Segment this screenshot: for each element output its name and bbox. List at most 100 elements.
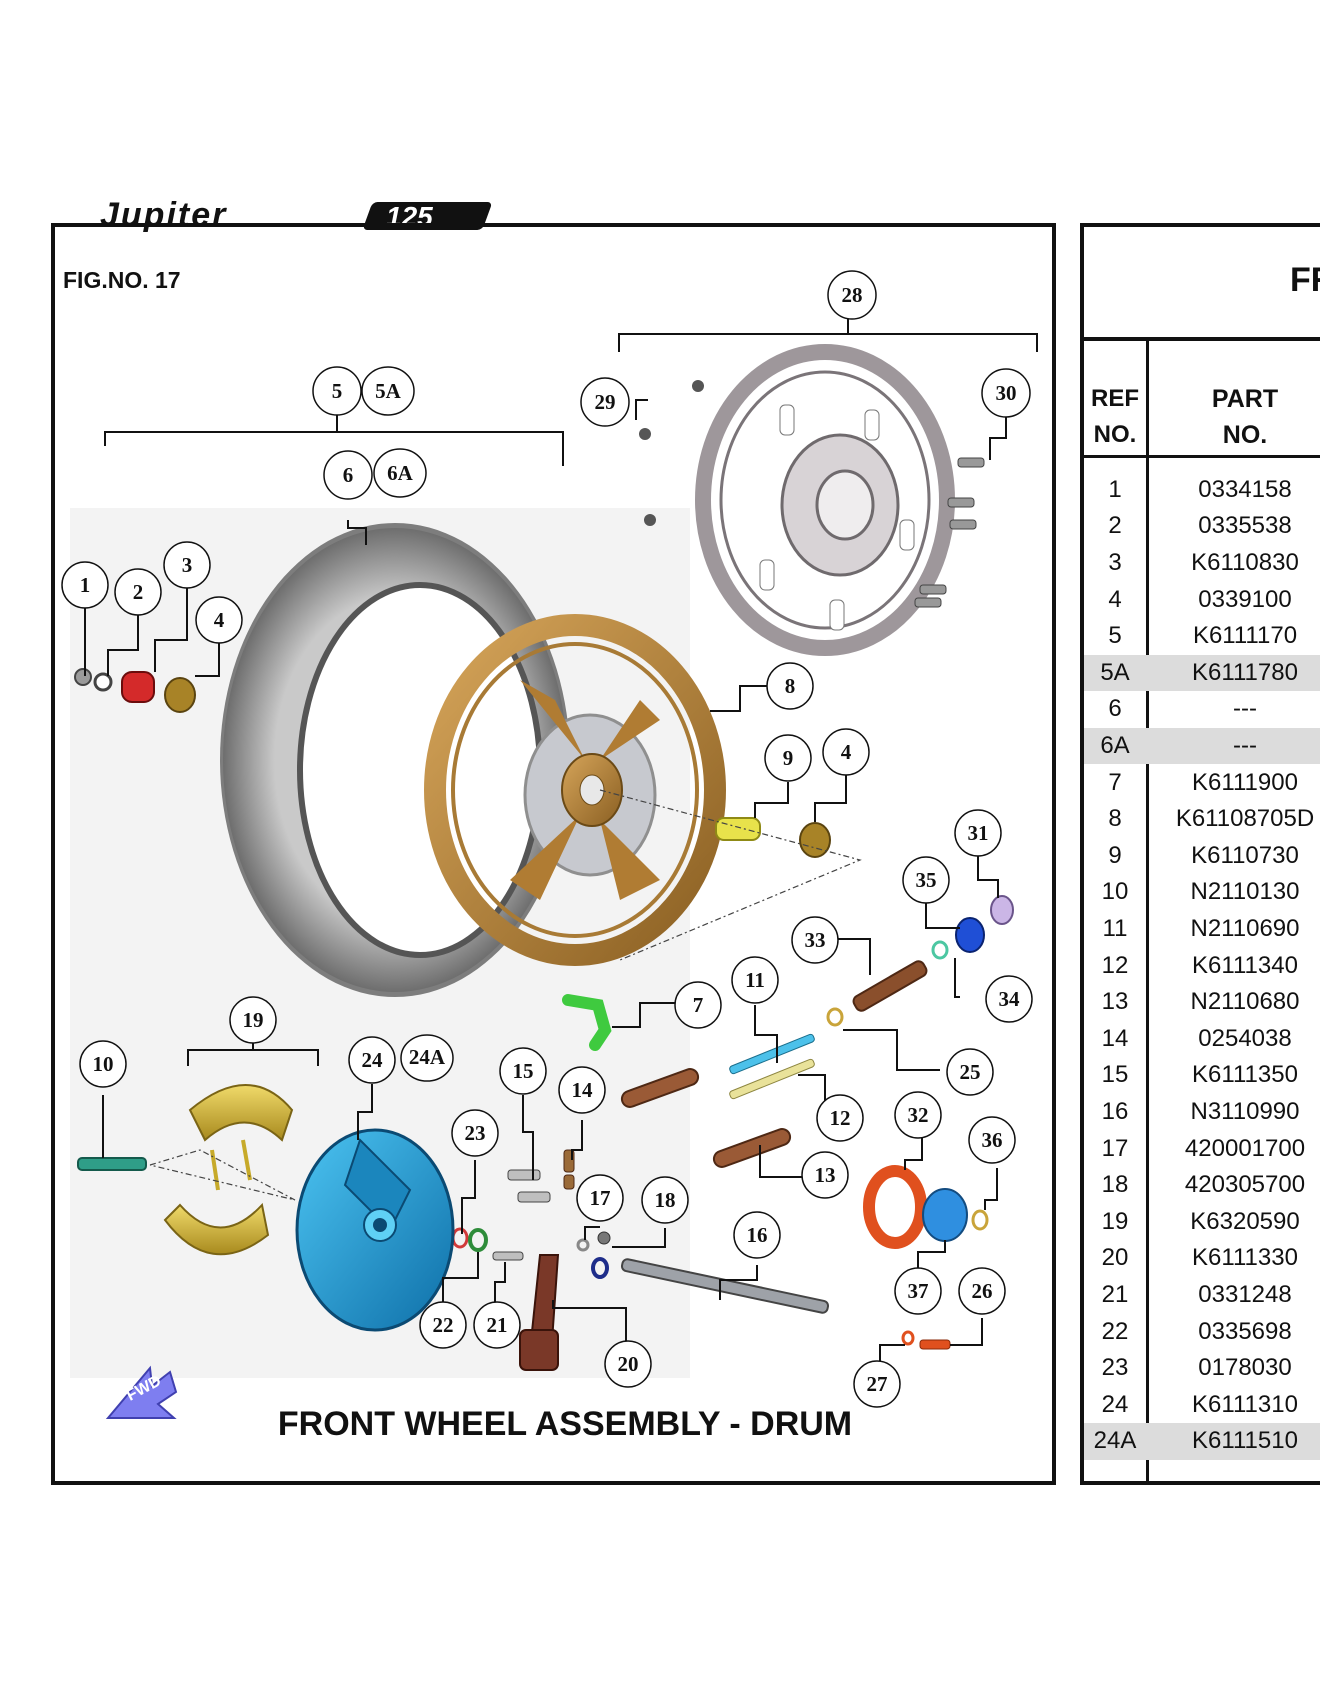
fwd-arrow-icon (105, 1365, 178, 1419)
ref-no-cell: 24 (1101, 1390, 1129, 1418)
part-no-cell: 0334158 (1198, 475, 1292, 503)
callout-5A: 5A (361, 366, 415, 416)
callout-22: 22 (419, 1301, 467, 1349)
ref-no-cell: 23 (1101, 1354, 1129, 1382)
svg-text:1: 1 (80, 573, 91, 597)
part-no-header: PART NO. (1150, 381, 1320, 453)
callout-1: 1 (61, 561, 109, 609)
svg-text:26: 26 (972, 1279, 993, 1303)
ref-no-cell: 6A (1100, 731, 1130, 759)
table-row: 6A--- (1084, 727, 1320, 765)
table-row: 12 K6111340 (1084, 948, 1320, 985)
callout-24A: 24A (400, 1034, 454, 1082)
callout-30: 30 (981, 368, 1031, 418)
callout-4: 4 (195, 596, 243, 644)
callout-3: 3 (163, 541, 211, 589)
svg-text:5A: 5A (375, 379, 402, 403)
callout-29: 29 (580, 377, 630, 427)
ref-no-cell: 12 (1101, 951, 1129, 979)
part-no-cell: K6320590 (1190, 1207, 1300, 1235)
svg-text:32: 32 (908, 1103, 929, 1127)
callout-19: 19 (229, 996, 277, 1044)
header-rule (1084, 455, 1320, 458)
callout-13: 13 (801, 1151, 849, 1199)
brake-panel-24 (295, 1128, 455, 1332)
table-row: 15 K6111350 (1084, 1057, 1320, 1094)
part-no-cell: N2110130 (1190, 878, 1300, 906)
rim-assembly-28 (695, 344, 955, 656)
svg-text:4: 4 (841, 740, 852, 764)
callout-26: 26 (958, 1267, 1006, 1315)
svg-text:16: 16 (747, 1223, 768, 1247)
part-no-cell: K6111340 (1192, 951, 1298, 979)
ref-no-cell: 5 (1108, 622, 1122, 650)
part-no-cell: 0254038 (1198, 1024, 1292, 1052)
ref-no-cell: 3 (1108, 548, 1122, 576)
ref-no-cell: 8 (1108, 805, 1122, 833)
ref-header-line2: NO. (1093, 421, 1137, 448)
ref-no-cell: 10 (1101, 878, 1129, 906)
callout-33: 33 (791, 916, 839, 964)
callout-31: 31 (954, 809, 1002, 857)
ref-no-cell: 19 (1101, 1207, 1129, 1235)
callout-4b: 4 (822, 728, 870, 776)
svg-text:37: 37 (908, 1279, 929, 1303)
svg-text:3: 3 (182, 553, 193, 577)
svg-text:29: 29 (595, 390, 616, 414)
part-no-cell: 0178030 (1198, 1354, 1292, 1382)
assembly-title: FRONT WHEEL ASSEMBLY - DRUM (277, 1405, 853, 1443)
svg-text:6A: 6A (387, 461, 414, 485)
callout-24: 24 (348, 1036, 396, 1084)
callout-10: 10 (79, 1040, 127, 1088)
callout-28: 28 (827, 270, 877, 320)
ref-no-cell: 1 (1108, 475, 1122, 503)
table-row: 1 0334158 (1084, 472, 1320, 509)
svg-text:5: 5 (332, 379, 343, 403)
part-no-cell: K6111350 (1192, 1061, 1298, 1089)
callout-8: 8 (766, 662, 814, 710)
table-row: 23 0178030 (1084, 1350, 1320, 1387)
part-no-cell: 420001700 (1184, 1134, 1306, 1162)
parts-table: FR REF NO. PART NO. 10334158203355383K61… (1080, 223, 1320, 1485)
part-no-cell: 420305700 (1184, 1171, 1306, 1199)
ref-no-cell: 2 (1108, 512, 1122, 540)
column-divider (1146, 341, 1149, 1481)
ref-no-cell: 11 (1102, 914, 1128, 942)
svg-text:12: 12 (830, 1106, 851, 1130)
part-no-cell: K6110730 (1191, 841, 1299, 869)
callout-16: 16 (733, 1211, 781, 1259)
svg-text:11: 11 (745, 968, 765, 992)
ref-no-cell: 21 (1101, 1280, 1129, 1308)
table-row: 14 0254038 (1084, 1021, 1320, 1058)
part-header-line1: PART (1211, 385, 1279, 413)
callout-6A: 6A (373, 448, 427, 498)
callout-12: 12 (816, 1094, 864, 1142)
ref-no-cell: 7 (1108, 768, 1122, 796)
callout-35: 35 (902, 856, 950, 904)
svg-text:4: 4 (214, 608, 225, 632)
callout-17: 17 (576, 1174, 624, 1222)
callout-2: 2 (114, 568, 162, 616)
part-no-cell: K6110830 (1191, 548, 1299, 576)
callout-14: 14 (558, 1066, 606, 1114)
part-no-cell: 0335698 (1198, 1317, 1292, 1345)
svg-text:18: 18 (655, 1188, 676, 1212)
tire-6 (220, 523, 570, 997)
ref-no-cell: 15 (1101, 1061, 1129, 1089)
callout-32: 32 (894, 1091, 942, 1139)
ref-no-cell: 4 (1108, 585, 1122, 613)
ref-no-cell: 14 (1101, 1024, 1129, 1052)
svg-text:2: 2 (133, 580, 144, 604)
